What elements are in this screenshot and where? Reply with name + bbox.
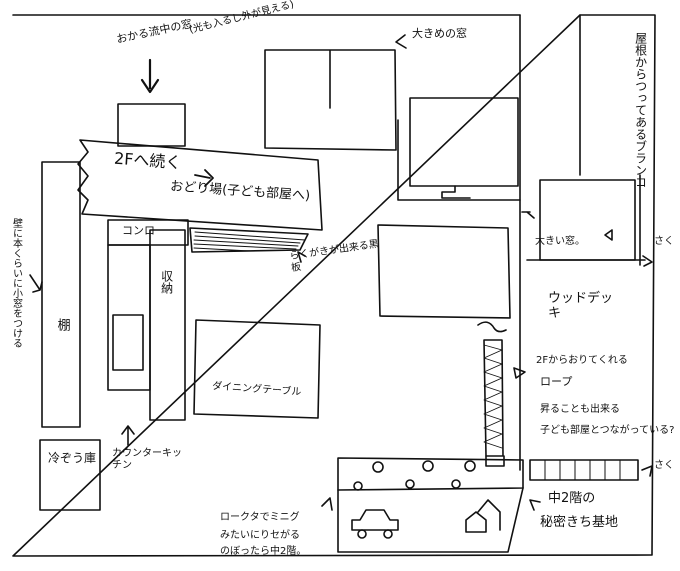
label-large-window-top: 大きめの窓 [412, 27, 467, 40]
counter-sink [112, 314, 144, 371]
fence-bottom [529, 459, 639, 481]
large-window-top [264, 49, 397, 151]
label-loft-line1: 中2階の [548, 491, 596, 506]
right-window-arrow [604, 229, 613, 241]
label-wall-note: 壁に本くらいに小窓をつける [10, 218, 22, 348]
loft-base [337, 457, 524, 491]
outer-wall [12, 14, 656, 557]
window-stand [397, 119, 521, 201]
house-icon [465, 499, 501, 533]
label-fridge: 冷ぞう庫 [48, 451, 97, 465]
label-stove: コンロ [122, 224, 155, 237]
fence-top-arrow [642, 255, 653, 267]
rope-column [483, 339, 504, 457]
right-window [539, 179, 636, 261]
storage-column [149, 229, 186, 421]
label-roof-note: 屋根からつってあるブランコ [633, 32, 648, 188]
rope-hook [477, 321, 507, 467]
window-arrow [140, 58, 160, 94]
deck-boundary [521, 174, 646, 266]
fridge [39, 439, 101, 511]
label-loft-window-line2: みたいにりセがる [220, 530, 300, 541]
label-counter-kitchen: カウンターキッチン [112, 448, 182, 471]
label-loft-window-line1: ロークタでミニグ [220, 512, 300, 523]
dining-table [193, 319, 321, 419]
label-fence-top: さく [654, 236, 674, 247]
wall-note-arrow [29, 274, 43, 293]
loft-arrow [529, 499, 541, 511]
shelf-wall [41, 161, 81, 428]
label-loft-line2: 秘密きち基地 [540, 515, 619, 530]
stair-landing [77, 139, 323, 231]
rope-arrow [513, 367, 526, 379]
label-loft-window-line3: のぼったら中2階。 [220, 546, 307, 557]
car-icon [351, 509, 399, 531]
label-large-window-right: 大きい窓。 [535, 236, 585, 247]
stair-hatch [193, 231, 306, 252]
blackboard-arrow [297, 251, 306, 263]
sink-window [117, 103, 186, 147]
stair-hatch-area [189, 227, 309, 253]
label-rope-line3: 昇ることも出来る [540, 404, 620, 415]
stair-arrow [194, 169, 214, 187]
rope-pattern [483, 344, 503, 449]
label-wood-deck: ウッドデッキ [548, 291, 614, 321]
fence-bottom-arrow [641, 465, 653, 477]
label-rope-line4: 子ども部屋とつながっている? [540, 425, 675, 436]
center-window [409, 97, 519, 187]
top-window-arrow [395, 34, 407, 49]
fence-slats [544, 459, 621, 481]
deck-wall [519, 14, 581, 471]
label-rope-line2: ロープ [540, 375, 573, 388]
label-rope-line1: 2Fからおりてくれる [536, 355, 628, 366]
label-storage: 収納 [159, 270, 174, 294]
ladder-arrow [321, 497, 333, 511]
blackboard [377, 224, 511, 319]
counter-arrow [121, 425, 135, 446]
label-fence-bottom: さく [654, 460, 674, 471]
loft-lower [337, 487, 524, 553]
label-shelf: 棚 [54, 318, 70, 331]
